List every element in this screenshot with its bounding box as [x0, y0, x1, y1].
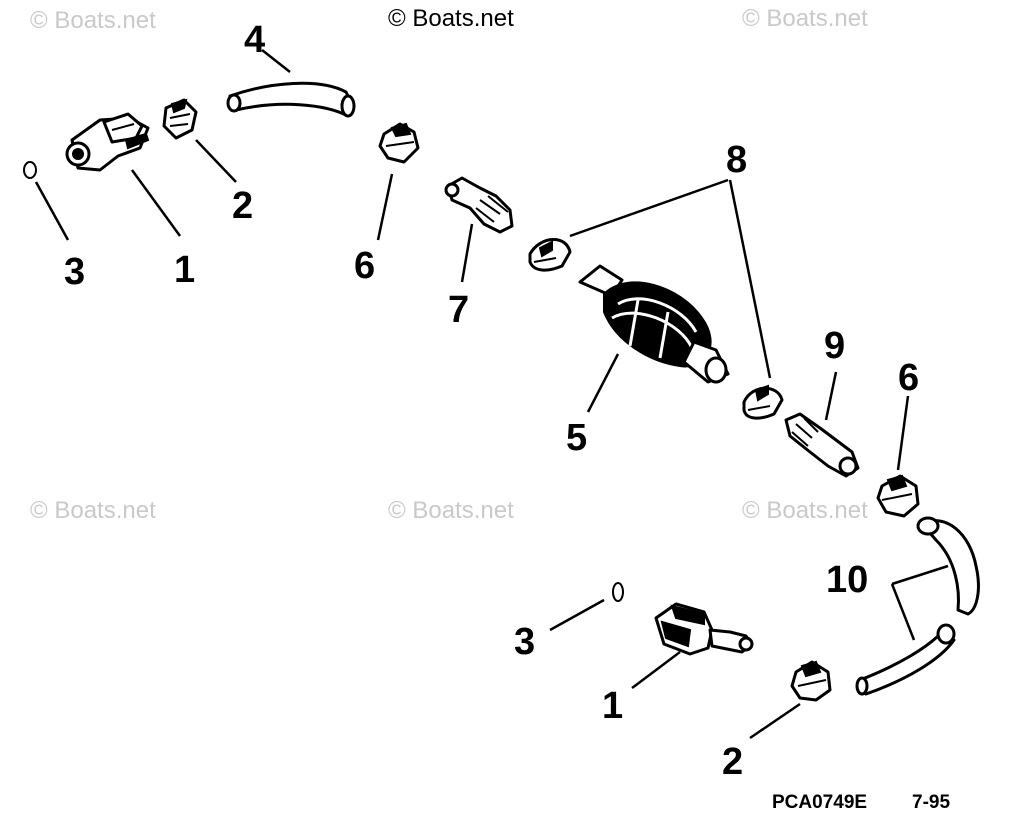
callout-7: 7	[448, 289, 469, 331]
part-5-primer-bulb	[578, 264, 730, 384]
watermark: © Boats.net	[30, 497, 156, 524]
part-10-hose-right	[916, 516, 980, 616]
callout-5: 5	[566, 417, 587, 459]
watermark: © Boats.net	[388, 5, 514, 32]
watermark: © Boats.net	[742, 5, 868, 32]
diagram-code: PCA0749E	[772, 792, 867, 813]
part-7-fitting	[444, 176, 514, 234]
part-1-connector-upper	[65, 112, 150, 172]
diagram-date: 7-95	[912, 792, 950, 813]
part-6-clamp-lower	[876, 474, 920, 518]
callout-9: 9	[824, 325, 845, 367]
part-3-o-ring-upper	[23, 161, 37, 179]
part-2-clamp-lower	[790, 660, 832, 702]
leader-lines	[34, 49, 949, 740]
part-10-hose-lower	[855, 623, 956, 696]
callout-2-lower: 2	[722, 741, 743, 783]
callout-4: 4	[244, 19, 265, 61]
watermark: © Boats.net	[742, 497, 868, 524]
callout-1-upper: 1	[174, 249, 195, 291]
callout-6-upper: 6	[354, 245, 375, 287]
part-1-connector-lower	[654, 602, 754, 656]
callout-6-lower: 6	[898, 357, 919, 399]
callout-3-upper: 3	[64, 251, 85, 293]
part-9-fitting	[784, 412, 860, 478]
watermark: © Boats.net	[388, 497, 514, 524]
part-4-hose-upper	[226, 81, 356, 118]
callout-3-lower: 3	[514, 621, 535, 663]
part-2-clamp-upper	[162, 98, 198, 140]
callout-10: 10	[826, 559, 868, 601]
callout-8: 8	[726, 139, 747, 181]
watermark: © Boats.net	[30, 7, 156, 34]
part-3-o-ring-lower	[612, 582, 624, 602]
part-8-clamp-left	[528, 238, 572, 272]
part-6-clamp-upper	[378, 122, 420, 164]
part-8-clamp-right	[742, 384, 784, 420]
callout-1-lower: 1	[602, 685, 623, 727]
callout-2-upper: 2	[232, 185, 253, 227]
